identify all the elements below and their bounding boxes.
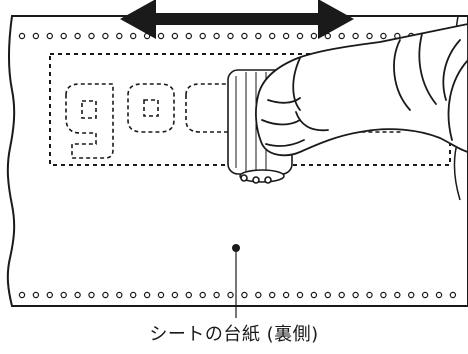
- sprocket-hole: [129, 32, 137, 40]
- sprocket-hole: [255, 32, 262, 40]
- sprocket-hole: [380, 291, 387, 299]
- sprocket-hole: [18, 32, 26, 40]
- sprocket-hole: [116, 291, 123, 299]
- sprocket-hole: [269, 32, 276, 40]
- sprocket-hole: [282, 291, 290, 299]
- sprocket-hole: [338, 32, 345, 40]
- sprocket-hole: [213, 291, 220, 299]
- sprocket-hole: [60, 32, 67, 40]
- letter-o-outline: [127, 83, 175, 133]
- sprocket-hole: [32, 32, 40, 40]
- sprocket-hole: [199, 291, 206, 299]
- sprocket-hole: [74, 291, 81, 299]
- letter-g-inner: [81, 100, 97, 119]
- sprocket-hole: [408, 291, 415, 299]
- sprocket-hole: [129, 291, 137, 299]
- letter-o-inner: [143, 99, 159, 117]
- sprocket-hole: [143, 291, 151, 299]
- sprocket-hole: [227, 32, 234, 40]
- sprocket-hole: [338, 291, 345, 299]
- sprocket-hole: [157, 32, 165, 40]
- sprocket-hole: [352, 32, 359, 40]
- sprocket-hole: [310, 32, 318, 40]
- sprocket-hole: [157, 291, 165, 299]
- sprocket-hole: [185, 291, 192, 299]
- sprocket-hole: [241, 32, 248, 40]
- sprocket-hole: [324, 291, 331, 299]
- sprocket-hole: [185, 32, 192, 40]
- sprocket-hole: [32, 291, 40, 299]
- sprocket-hole: [296, 32, 304, 40]
- sprocket-hole: [227, 291, 234, 299]
- sprocket-hole: [171, 32, 179, 40]
- sprocket-hole: [366, 291, 373, 299]
- sprocket-hole: [366, 32, 373, 40]
- sprocket-hole: [46, 32, 54, 40]
- sprocket-hole: [199, 32, 206, 40]
- letter-g-outline: [65, 83, 114, 159]
- sprocket-hole: [60, 291, 67, 299]
- double-arrow-icon: [120, 0, 354, 39]
- sprocket-hole: [282, 32, 290, 40]
- hand-icon: [255, 23, 468, 157]
- sprocket-hole: [296, 291, 304, 299]
- sprocket-hole: [435, 291, 443, 299]
- sprocket-hole: [352, 291, 359, 299]
- sprocket-hole: [255, 291, 262, 299]
- sprocket-hole: [213, 32, 220, 40]
- sprocket-hole: [88, 291, 95, 299]
- dotted-sheet-outline: [49, 53, 451, 166]
- sprocket-hole: [102, 32, 109, 40]
- sprocket-hole: [269, 291, 276, 299]
- sprocket-hole: [171, 291, 179, 299]
- sprocket-holes-bottom: [18, 291, 457, 299]
- letter-o2-outline: [185, 83, 228, 96]
- sprocket-hole: [18, 291, 26, 299]
- sprocket-hole: [88, 32, 95, 40]
- sprocket-hole: [380, 32, 387, 40]
- sprocket-hole: [46, 291, 54, 299]
- sprocket-hole: [449, 291, 457, 299]
- sprocket-hole: [241, 291, 248, 299]
- sprocket-hole: [74, 32, 81, 40]
- letter-o2-bottom: [185, 95, 228, 133]
- sprocket-hole: [421, 291, 429, 299]
- sprocket-hole: [116, 32, 123, 40]
- sprocket-hole: [310, 291, 318, 299]
- sprocket-hole: [394, 291, 401, 299]
- sprocket-hole: [102, 291, 109, 299]
- caption-label: シートの台紙 (裏側): [149, 324, 319, 345]
